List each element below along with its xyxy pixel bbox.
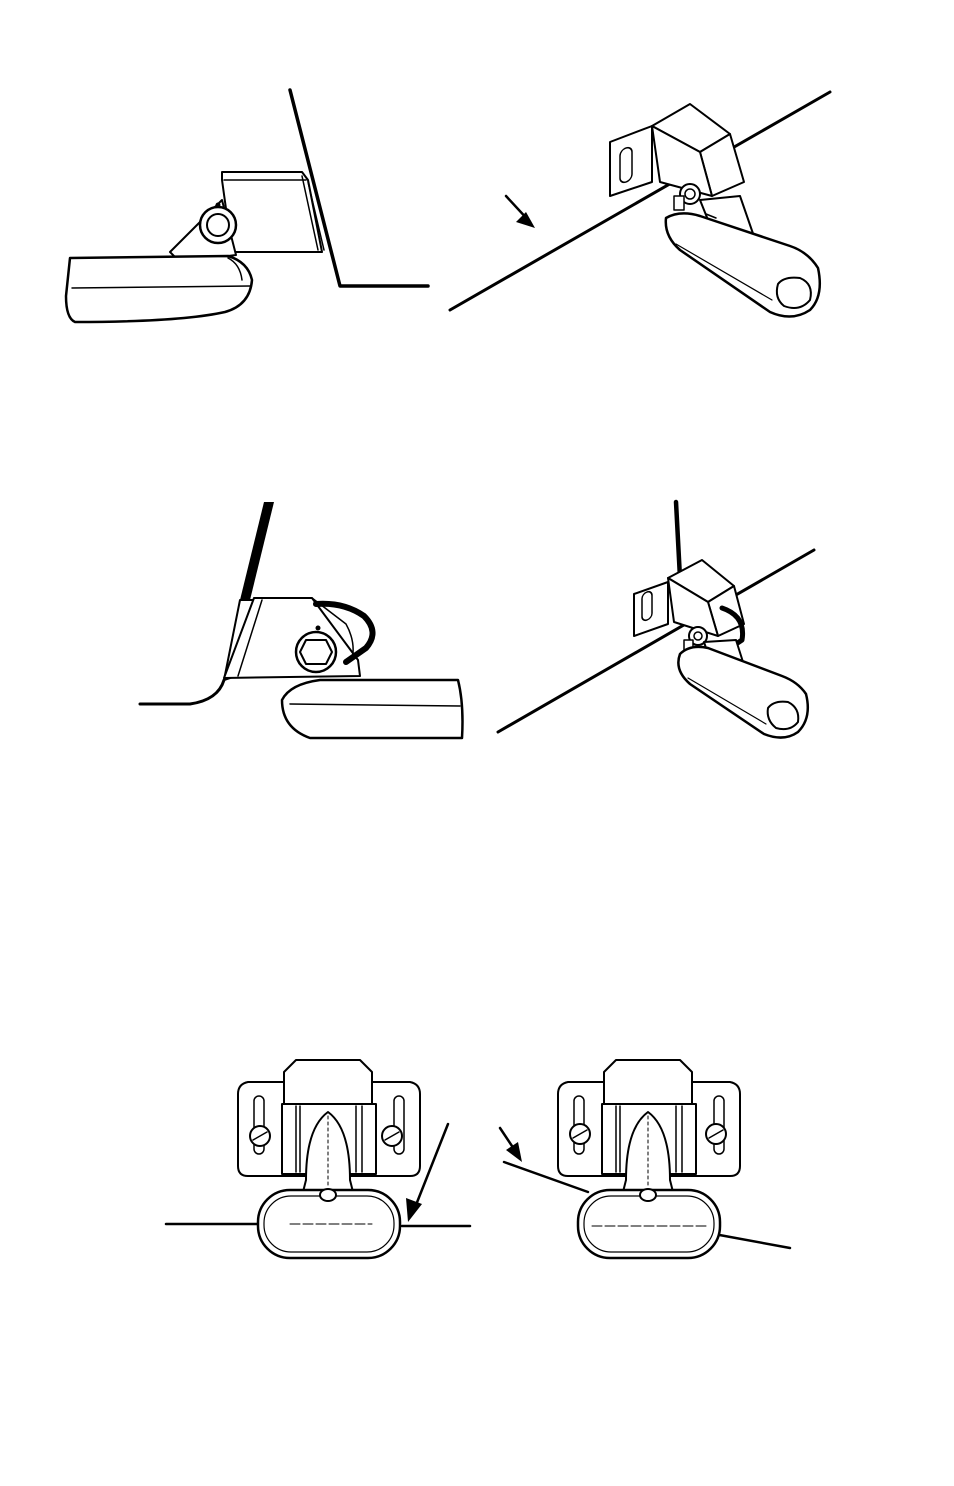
- screw-icon: [250, 1126, 270, 1146]
- transducer-body: [282, 680, 463, 738]
- side-view-transducer-transom-tilted-back: [140, 502, 463, 738]
- perspective-transducer-angled-to-hull: [450, 92, 830, 317]
- screw-icon: [382, 1126, 402, 1146]
- transducer-body: [66, 256, 252, 322]
- pivot-bolt: [674, 184, 700, 210]
- hull-line: [140, 680, 224, 704]
- arrow-indicator: [500, 1128, 522, 1162]
- mounting-bracket: [634, 582, 668, 636]
- transducer-body: [258, 1189, 400, 1258]
- arrow-indicator: [506, 196, 535, 228]
- perspective-transducer-tilted-back: [498, 502, 814, 738]
- rear-view-transducer-tilted: [500, 1060, 790, 1258]
- rear-view-transducer-level: [166, 1060, 470, 1258]
- mounting-bracket: [222, 172, 322, 252]
- transom-line: [290, 90, 428, 286]
- transom-line: [240, 502, 274, 600]
- transom-line: [676, 502, 680, 578]
- screw-icon: [570, 1124, 590, 1144]
- transducer-body: [578, 1189, 720, 1258]
- side-view-transducer-transom-angled: [66, 90, 428, 322]
- mounting-bracket: [610, 126, 652, 196]
- screw-icon: [706, 1124, 726, 1144]
